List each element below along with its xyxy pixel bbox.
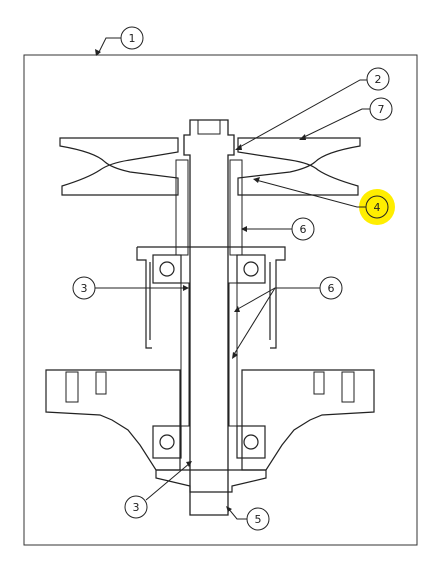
svg-text:2: 2: [375, 73, 382, 86]
callout-7: 7: [299, 97, 393, 140]
pulley: [59, 137, 361, 196]
svg-text:7: 7: [378, 103, 385, 116]
spacer-tubes: [175, 159, 243, 427]
callout-3-upper: 3: [72, 276, 189, 300]
svg-text:3: 3: [133, 501, 140, 514]
svg-text:1: 1: [129, 32, 136, 45]
callout-4-highlight: [359, 189, 395, 225]
svg-text:6: 6: [328, 282, 335, 295]
lower-bearings: [152, 425, 266, 459]
callout-5: 5: [226, 506, 270, 531]
callout-3-lower: 3: [124, 461, 192, 519]
callout-2: 2: [235, 67, 390, 150]
svg-text:3: 3: [81, 282, 88, 295]
upper-bearings: [152, 254, 266, 284]
callout-6-middle: 6: [232, 276, 343, 359]
diagram-frame: [23, 54, 418, 546]
svg-text:5: 5: [255, 513, 262, 526]
callout-6-upper: 6: [241, 217, 315, 241]
callout-4: 4: [253, 177, 395, 225]
callout-1: 1: [95, 26, 144, 56]
svg-text:6: 6: [300, 223, 307, 236]
svg-text:4: 4: [374, 201, 381, 214]
spindle-housing: [45, 246, 375, 493]
spindle-shaft: [183, 119, 235, 516]
